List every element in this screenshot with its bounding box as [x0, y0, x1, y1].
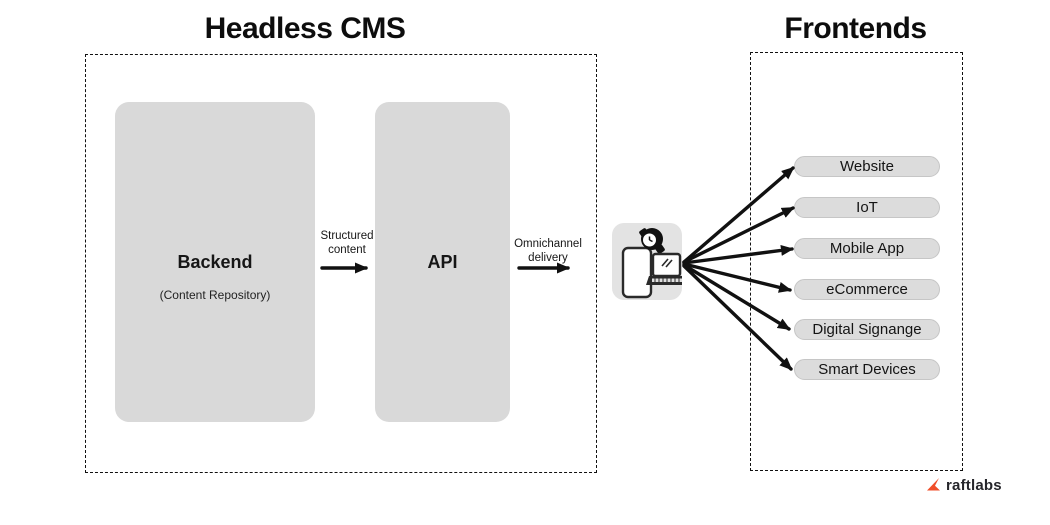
backend-sublabel: (Content Repository) — [159, 288, 271, 302]
raftlabs-logo-icon — [927, 478, 940, 491]
omnichannel-delivery-label: Omnichannel delivery — [514, 238, 582, 265]
smartwatch-icon — [639, 228, 665, 254]
api-node: API — [375, 102, 510, 422]
cms-boundary-box — [85, 54, 597, 473]
multi-device-icon — [621, 228, 686, 299]
laptop-icon — [646, 252, 686, 285]
brand-name: raftlabs — [946, 477, 1002, 494]
frontends-boundary-box — [750, 52, 963, 471]
frontend-pill-iot: IoT — [794, 197, 940, 218]
structured-content-label: Structured content — [320, 230, 374, 257]
backend-label: Backend — [177, 252, 253, 272]
frontend-pill-smart-devices: Smart Devices — [794, 359, 940, 380]
frontends-section-title: Frontends — [784, 12, 927, 45]
backend-node: Backend (Content Repository) — [115, 102, 315, 422]
frontend-pill-mobile-app: Mobile App — [794, 238, 940, 259]
frontend-pill-website: Website — [794, 156, 940, 177]
smartphone-icon — [621, 246, 653, 299]
frontend-pill-ecommerce: eCommerce — [794, 279, 940, 300]
brand-logo: raftlabs — [926, 477, 1002, 494]
api-label: API — [427, 252, 458, 272]
devices-hub — [612, 223, 686, 300]
cms-section-title: Headless CMS — [204, 12, 406, 45]
frontend-pill-digital-signage: Digital Signange — [794, 319, 940, 340]
